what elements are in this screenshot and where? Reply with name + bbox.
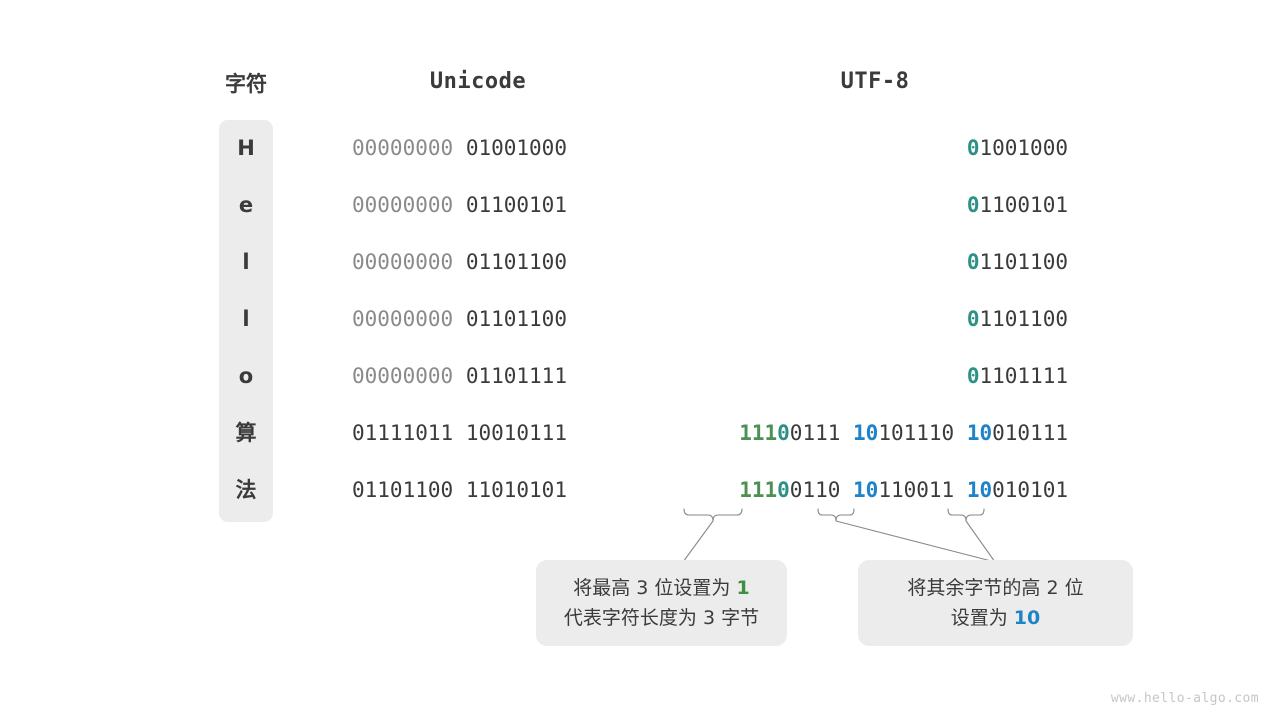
utf8-continuation-prefix: 10	[966, 421, 993, 445]
utf8-leading-bit: 0	[966, 307, 980, 331]
utf8-continuation-prefix: 10	[853, 421, 879, 445]
utf8-payload-bits: 010111	[992, 421, 1068, 445]
character-cell: l	[242, 307, 250, 331]
unicode-low-byte: 10010111	[465, 421, 567, 445]
note-text: 设置为	[950, 607, 1014, 629]
brace-byte1	[683, 508, 743, 522]
unicode-high-byte: 01101100	[352, 478, 454, 502]
utf8-payload-bits: 101110	[878, 421, 955, 445]
annotation-note-high-bits: 将最高 3 位设置为 1 代表字符长度为 3 字节	[536, 560, 787, 646]
byte-separator	[453, 478, 466, 502]
note-line: 设置为 10	[874, 603, 1117, 633]
utf8-payload-bits: 1101100	[979, 250, 1068, 274]
utf8-leading-bit: 0	[966, 250, 980, 274]
utf8-bits-row: 01101100	[967, 291, 1068, 348]
utf8-payload-bits: 010101	[992, 478, 1068, 502]
character-cell: 算	[235, 421, 257, 445]
unicode-bits-row: 00000000 01101100	[352, 234, 608, 291]
utf8-payload-bits: 0111	[789, 421, 841, 445]
utf8-bits-row: 01101111	[967, 348, 1068, 405]
unicode-low-byte: 01101111	[465, 364, 567, 388]
utf8-payload-bits: 1001000	[979, 136, 1068, 160]
unicode-bits-row: 01111011 10010111	[352, 405, 608, 462]
unicode-high-byte: 00000000	[352, 193, 454, 217]
unicode-bits-row: 00000000 01100101	[352, 177, 608, 234]
note-emphasis-value: 1	[736, 577, 750, 599]
column-header-unicode: Unicode	[429, 69, 527, 94]
utf8-continuation-prefix: 10	[853, 478, 879, 502]
utf8-bits-row: 01101100	[967, 234, 1068, 291]
utf8-prefix-terminator: 0	[777, 478, 790, 502]
utf8-bits-row: 11100111 10101110 10010111	[739, 405, 1068, 462]
byte-separator	[840, 478, 853, 502]
byte-separator	[453, 307, 466, 331]
unicode-low-byte: 01100101	[465, 193, 567, 217]
utf8-length-prefix: 111	[739, 478, 778, 502]
character-cell: 法	[235, 478, 257, 502]
column-header-utf8: UTF-8	[840, 69, 910, 94]
utf8-continuation-prefix: 10	[966, 478, 993, 502]
unicode-low-byte: 11010101	[465, 478, 567, 502]
character-cell: H	[237, 136, 255, 160]
unicode-high-byte: 00000000	[352, 307, 454, 331]
unicode-high-byte: 00000000	[352, 250, 454, 274]
utf8-leading-bit: 0	[966, 136, 980, 160]
utf8-payload-bits: 1101111	[979, 364, 1068, 388]
utf8-payload-bits: 0110	[789, 478, 841, 502]
leader-line-note1-a	[682, 520, 714, 563]
byte-separator	[840, 421, 853, 445]
utf8-leading-bit: 0	[966, 364, 980, 388]
site-watermark: www.hello-algo.com	[1110, 691, 1259, 706]
character-cell: o	[238, 364, 254, 388]
unicode-low-byte: 01101100	[465, 250, 567, 274]
character-cell: e	[238, 193, 254, 217]
utf8-payload-bits: 1101100	[979, 307, 1068, 331]
leader-line-note2-a	[835, 520, 996, 563]
unicode-bits-row: 00000000 01101111	[352, 348, 608, 405]
unicode-high-byte: 00000000	[352, 136, 454, 160]
byte-separator	[453, 421, 466, 445]
utf8-payload-bits: 1100101	[979, 193, 1068, 217]
character-cell: l	[242, 250, 250, 274]
byte-separator	[453, 250, 466, 274]
unicode-bits-row: 00000000 01001000	[352, 120, 608, 177]
note-line: 将其余字节的高 2 位	[907, 577, 1084, 599]
utf8-length-prefix: 111	[739, 421, 778, 445]
byte-separator	[954, 421, 967, 445]
unicode-low-byte: 01001000	[465, 136, 567, 160]
unicode-high-byte: 01111011	[352, 421, 454, 445]
note-text: 将最高 3 位设置为	[573, 577, 737, 599]
utf8-payload-bits: 110011	[878, 478, 955, 502]
byte-separator	[954, 478, 967, 502]
byte-separator	[453, 364, 466, 388]
utf8-bits-row: 11100110 10110011 10010101	[739, 462, 1068, 519]
unicode-bits-row: 01101100 11010101	[352, 462, 608, 519]
unicode-high-byte: 00000000	[352, 364, 454, 388]
unicode-bits-row: 00000000 01101100	[352, 291, 608, 348]
byte-separator	[453, 193, 466, 217]
unicode-low-byte: 01101100	[465, 307, 567, 331]
note-line: 将最高 3 位设置为 1	[552, 573, 771, 603]
utf8-bits-row: 01100101	[967, 177, 1068, 234]
column-header-character: 字符	[225, 72, 267, 96]
note-emphasis-value: 10	[1013, 607, 1041, 629]
note-line: 代表字符长度为 3 字节	[563, 607, 760, 629]
character-column-panel: H e l l o 算 法	[219, 120, 273, 522]
utf8-leading-bit: 0	[966, 193, 980, 217]
byte-separator	[453, 136, 466, 160]
utf8-bits-row: 01001000	[967, 120, 1068, 177]
utf8-prefix-terminator: 0	[777, 421, 790, 445]
annotation-note-continuation-bits: 将其余字节的高 2 位 设置为 10	[858, 560, 1133, 646]
leader-line-note2-b	[965, 520, 996, 563]
